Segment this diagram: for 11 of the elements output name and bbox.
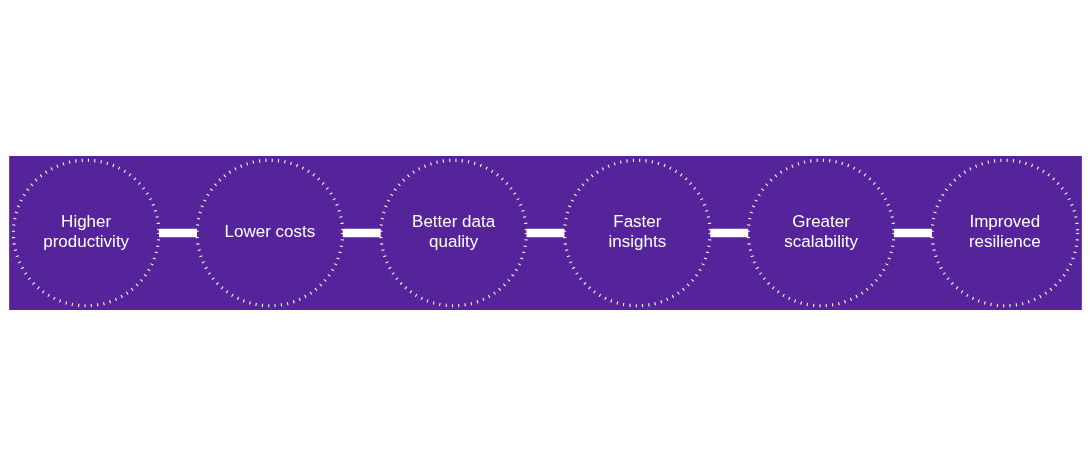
node-circle: Faster insights [563,158,712,307]
node-circle: Greater scalability [746,158,896,307]
connector [710,228,749,237]
connector [893,228,932,237]
node-circle: Improved resilience [930,158,1080,307]
connector [526,228,565,237]
connector [159,228,197,237]
node-circle: Better data quality [379,158,528,307]
node-circle: Higher productivity [11,158,161,307]
node-circle: Lower costs [195,158,345,307]
connector [342,228,381,237]
